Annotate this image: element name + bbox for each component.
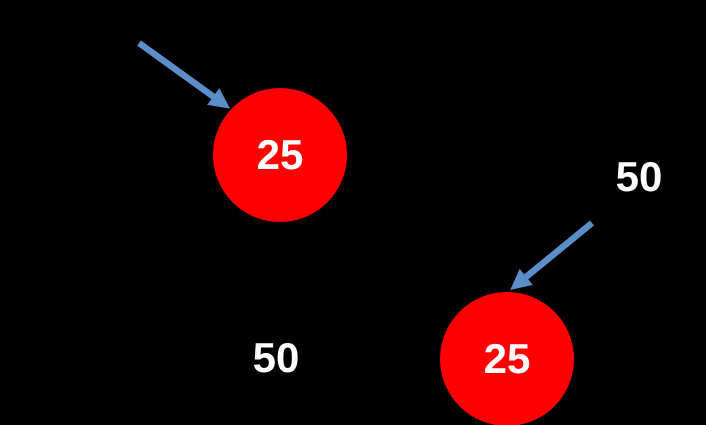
node-circle-top-value: 25 xyxy=(256,131,304,178)
node-circle-top: 25 xyxy=(213,88,347,222)
label-bottom-left: 50 xyxy=(252,334,300,381)
node-circle-bottom: 25 xyxy=(440,292,574,425)
node-circle-bottom-value: 25 xyxy=(483,335,531,382)
arrow-to-bottom-circle-icon xyxy=(510,220,595,290)
arrow-to-top-circle-icon xyxy=(137,40,231,109)
label-top-right: 50 xyxy=(615,153,663,200)
